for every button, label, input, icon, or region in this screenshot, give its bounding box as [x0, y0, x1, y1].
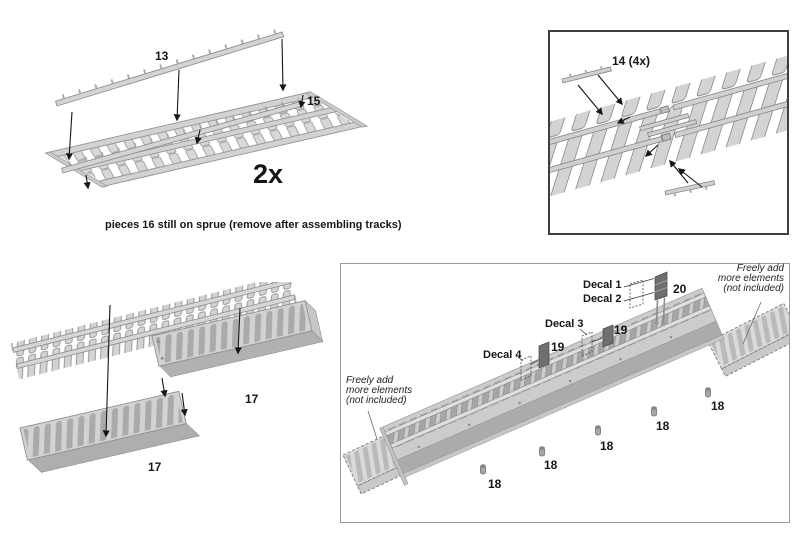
scene-box [340, 263, 790, 523]
part-label-18-3: 18 [600, 439, 614, 453]
part-label-18-2: 18 [544, 458, 558, 472]
rail-13 [54, 27, 285, 107]
part-label-18-1: 18 [488, 477, 502, 491]
part-label-17-right: 17 [245, 392, 259, 406]
roadbed-arrows [102, 304, 242, 438]
note-freely-add-left: Freely add more elements (not included) [346, 375, 413, 406]
optional-roadbed-right [707, 302, 790, 377]
sprue-note: pieces 16 still on sprue (remove after a… [105, 219, 402, 231]
detail-box [548, 30, 789, 235]
decal-2-label: Decal 2 [583, 293, 622, 305]
sign-part-20 [654, 271, 668, 326]
note-pointer-right [742, 301, 762, 345]
part-label-13: 13 [155, 49, 169, 63]
part-label-18-4: 18 [656, 419, 670, 433]
part-label-14: 14 (4x) [612, 54, 651, 68]
roadbed-left [19, 390, 200, 474]
joiner-arrows [577, 74, 703, 188]
track-joint [548, 53, 789, 197]
panel-19-lower [517, 341, 550, 381]
note-pointer-left [367, 410, 378, 440]
decal-1-label: Decal 1 [583, 279, 622, 291]
decal-3-label: Decal 3 [545, 318, 584, 330]
part-label-19-bottom: 19 [551, 340, 565, 354]
part-label-18-5: 18 [711, 399, 725, 413]
part-label-20: 20 [673, 282, 687, 296]
roadbed-illustration [10, 282, 324, 474]
scene-illustration [342, 271, 790, 495]
assembly-arrows [65, 38, 306, 190]
joiner-sprue-bars [561, 65, 716, 197]
panel-19-upper [579, 324, 614, 357]
decal-1-2-ghost [623, 278, 655, 309]
sprue-illustration [44, 27, 369, 190]
note-freely-add-right: Freely add more elements (not included) [717, 263, 784, 294]
rail-joiner-illustration [548, 53, 789, 197]
decal-4-label: Decal 4 [483, 349, 522, 361]
part-label-15: 15 [307, 94, 321, 108]
flex-track [10, 282, 299, 380]
part-label-17-left: 17 [148, 460, 162, 474]
quantity-label: 2x [253, 159, 284, 189]
part-label-19-top: 19 [614, 323, 628, 337]
